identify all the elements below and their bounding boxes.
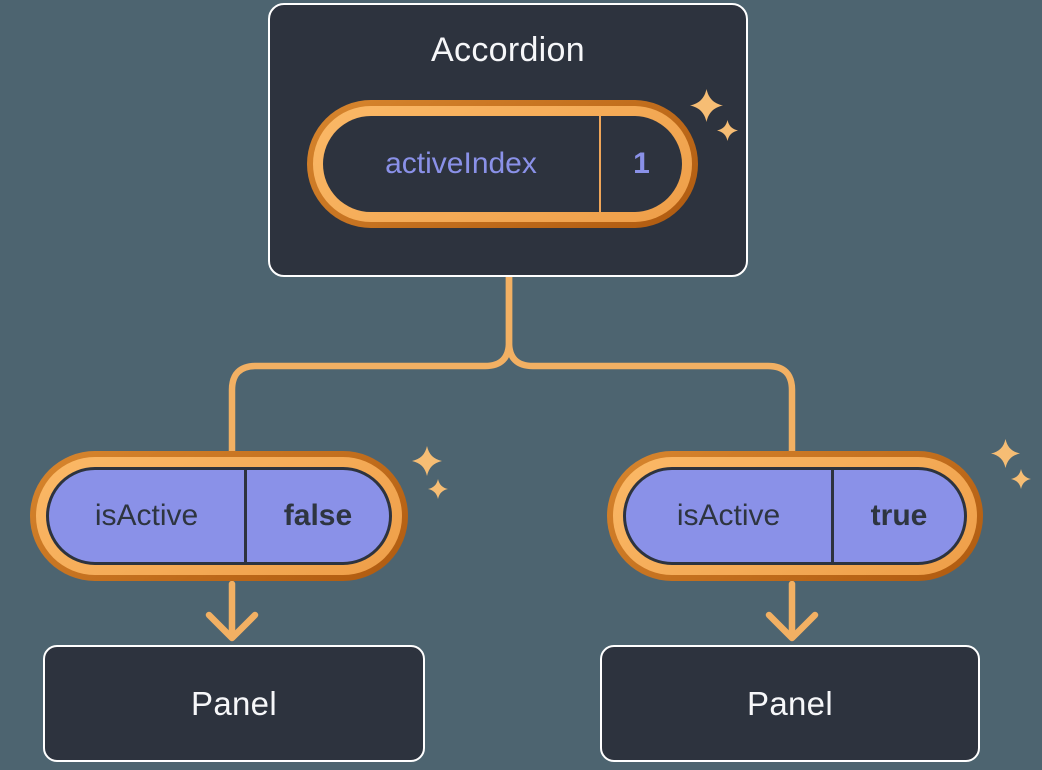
state-pill-ring: activeIndex 1 bbox=[313, 106, 692, 222]
sparkle-icon bbox=[991, 439, 1020, 468]
prop-pill-ring: isActive false bbox=[36, 457, 402, 575]
accordion-title: Accordion bbox=[431, 31, 585, 69]
prop-pill-body: isActive true bbox=[623, 467, 967, 565]
arrow-left-head bbox=[205, 611, 259, 642]
sparkle-icon bbox=[412, 446, 442, 476]
prop-pill-divider bbox=[244, 470, 247, 562]
sparkle-icon bbox=[1011, 469, 1031, 489]
sparkle-icon bbox=[428, 479, 448, 499]
state-pill-divider bbox=[599, 116, 601, 212]
prop-pill-value: true bbox=[870, 499, 928, 532]
prop-pill-value: false bbox=[283, 499, 353, 532]
prop-pill-body: isActive false bbox=[46, 467, 392, 565]
state-pill-label: activeIndex bbox=[385, 147, 537, 180]
panel-label: Panel bbox=[747, 684, 833, 722]
panel-box-right: Panel bbox=[600, 645, 980, 762]
state-pill-body: activeIndex 1 bbox=[323, 116, 682, 212]
connector-right-branch bbox=[505, 273, 796, 455]
prop-pill-label: isActive bbox=[676, 499, 781, 532]
panel-box-left: Panel bbox=[43, 645, 425, 762]
prop-pill-ring: isActive true bbox=[613, 457, 977, 575]
prop-pill-label: isActive bbox=[94, 499, 199, 532]
arrow-right-head bbox=[765, 611, 819, 642]
prop-pill-divider bbox=[831, 470, 834, 562]
panel-label: Panel bbox=[191, 684, 277, 722]
prop-pill-isactive-false: isActive false bbox=[30, 451, 408, 581]
prop-pill-isactive-true: isActive true bbox=[607, 451, 983, 581]
state-pill-activeindex: activeIndex 1 bbox=[307, 100, 698, 228]
connector-left-branch bbox=[228, 273, 513, 455]
state-pill-value: 1 bbox=[633, 147, 650, 180]
